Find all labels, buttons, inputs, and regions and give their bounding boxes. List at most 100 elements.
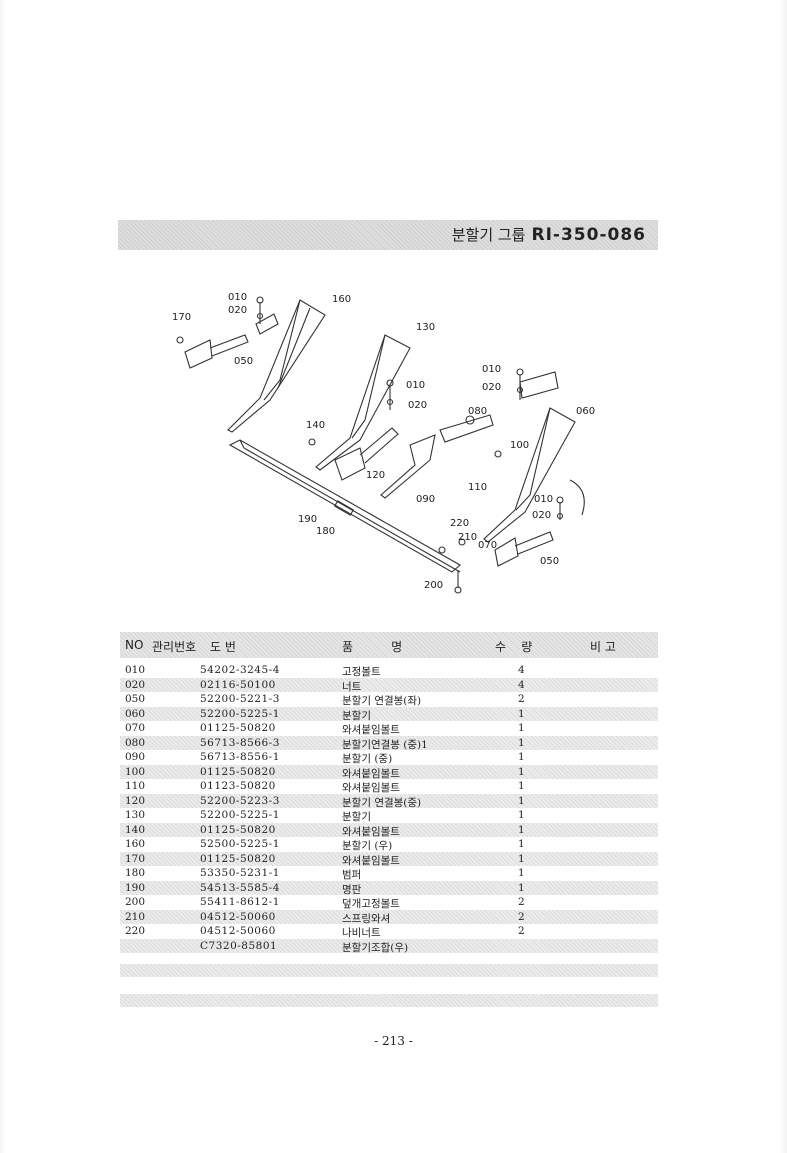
cell-part-no: 200 xyxy=(125,896,146,908)
cell-drawing-number: 56713-8566-3 xyxy=(200,736,280,749)
table-row: 020 02116-50100 너트 4 xyxy=(120,677,658,693)
callout-020c: 020 xyxy=(482,382,501,393)
cell-part-name: 분할기연결봉 (중)1 xyxy=(342,738,428,751)
cell-drawing-number: 53350-5231-1 xyxy=(200,867,280,879)
cell-part-no: 110 xyxy=(125,780,146,792)
empty-row-band xyxy=(120,994,658,1007)
header-drawing-number: 도 번 xyxy=(210,640,236,654)
callout-020d: 020 xyxy=(532,510,551,521)
cell-quantity: 1 xyxy=(518,751,525,763)
callout-010d: 010 xyxy=(534,494,553,505)
callout-130: 130 xyxy=(416,322,435,333)
cell-drawing-number: C7320-85801 xyxy=(200,939,278,952)
cell-part-no: 180 xyxy=(125,867,146,879)
cell-part-name: 분할기 연결봉(중) xyxy=(342,796,422,809)
callout-060: 060 xyxy=(576,406,595,417)
cell-part-name: 와셔붙임볼트 xyxy=(342,767,400,780)
callout-010a: 010 xyxy=(228,292,247,303)
callout-080: 080 xyxy=(468,406,487,417)
cell-part-name: 고정볼트 xyxy=(342,666,381,678)
callout-180: 180 xyxy=(316,526,335,537)
cell-part-name: 덮개고정볼트 xyxy=(342,898,400,910)
cell-quantity: 1 xyxy=(518,838,525,850)
header-part-name: 품 명 xyxy=(342,640,403,654)
cell-drawing-number: 54513-5585-4 xyxy=(200,881,280,894)
callout-020b: 020 xyxy=(408,400,427,411)
cell-part-name: 분할기 (우) xyxy=(342,840,393,852)
callout-160: 160 xyxy=(332,294,351,305)
callout-190: 190 xyxy=(298,514,317,525)
cell-drawing-number: 52200-5225-1 xyxy=(200,809,280,821)
cell-part-name: 나비너트 xyxy=(342,927,381,939)
cell-quantity: 2 xyxy=(518,925,525,937)
callout-100: 100 xyxy=(510,440,529,451)
callout-120: 120 xyxy=(366,470,385,481)
cell-part-name: 분할기 xyxy=(342,811,371,823)
cell-quantity: 2 xyxy=(518,693,525,705)
cell-drawing-number: 02116-50100 xyxy=(200,678,276,691)
cell-drawing-number: 01125-50820 xyxy=(200,823,276,836)
empty-row-band xyxy=(120,964,658,977)
cell-quantity: 1 xyxy=(518,867,525,879)
cell-drawing-number: 52200-5223-3 xyxy=(200,794,280,807)
cell-drawing-number: 52500-5225-1 xyxy=(200,838,280,850)
callout-050b: 050 xyxy=(540,556,559,567)
cell-part-name: 와셔붙임볼트 xyxy=(342,854,400,867)
cell-drawing-number: 01125-50820 xyxy=(200,852,276,865)
callout-090: 090 xyxy=(416,494,435,505)
cell-part-name: 스프링와셔 xyxy=(342,912,391,925)
callout-110: 110 xyxy=(468,482,487,493)
callout-010b: 010 xyxy=(406,380,425,391)
cell-part-no: 210 xyxy=(125,910,146,923)
callout-140: 140 xyxy=(306,420,325,431)
header-no: NO xyxy=(125,638,144,652)
table-row: 160 52500-5225-1 분할기 (우) 1 xyxy=(120,837,658,852)
cell-part-no: 080 xyxy=(125,736,146,749)
cell-part-no: 140 xyxy=(125,823,146,836)
group-name: 분할기 그룹 xyxy=(451,226,526,244)
cell-part-name: 너트 xyxy=(342,680,362,693)
callout-220: 220 xyxy=(450,518,469,529)
table-row: 120 52200-5223-3 분할기 연결봉(중) 1 xyxy=(120,793,658,809)
cell-part-name: 분할기 연결봉(좌) xyxy=(342,695,422,707)
cell-drawing-number: 01125-50820 xyxy=(200,765,276,778)
callout-200: 200 xyxy=(424,580,443,591)
cell-drawing-number: 55411-8612-1 xyxy=(200,896,280,908)
callout-170: 170 xyxy=(172,312,191,323)
cell-drawing-number: 04512-50060 xyxy=(200,925,276,937)
cell-part-no: 190 xyxy=(125,881,146,894)
cell-quantity: 1 xyxy=(518,722,525,734)
cell-quantity: 1 xyxy=(518,780,525,792)
page-number: - 213 - xyxy=(374,1034,413,1048)
cell-drawing-number: 54202-3245-4 xyxy=(200,664,280,676)
cell-quantity: 4 xyxy=(518,678,525,691)
cell-part-no: 100 xyxy=(125,765,146,778)
cell-part-no: 020 xyxy=(125,678,146,691)
cell-part-no: 010 xyxy=(125,664,146,676)
cell-quantity: 1 xyxy=(518,765,525,778)
exploded-parts-diagram: 010 020 160 170 050 130 010 020 140 120 … xyxy=(160,280,620,600)
cell-part-name: 와셔붙임볼트 xyxy=(342,825,400,838)
parts-table-header: NO 관리번호 도 번 품 명 수 량 비 고 xyxy=(120,632,658,658)
cell-drawing-number: 01123-50820 xyxy=(200,780,276,792)
cell-part-no: 160 xyxy=(125,838,146,850)
header-quantity: 수 량 xyxy=(495,640,533,654)
cell-drawing-number: 52200-5221-3 xyxy=(200,693,280,705)
cell-part-no: 130 xyxy=(125,809,146,821)
cell-drawing-number: 52200-5225-1 xyxy=(200,707,280,720)
table-row: 100 01125-50820 와셔붙임볼트 1 xyxy=(120,764,658,780)
cell-quantity: 1 xyxy=(518,794,525,807)
callout-010c: 010 xyxy=(482,364,501,375)
cell-part-no: 120 xyxy=(125,794,146,807)
cell-part-no: 090 xyxy=(125,751,146,763)
group-code: RI-350-086 xyxy=(531,225,646,245)
